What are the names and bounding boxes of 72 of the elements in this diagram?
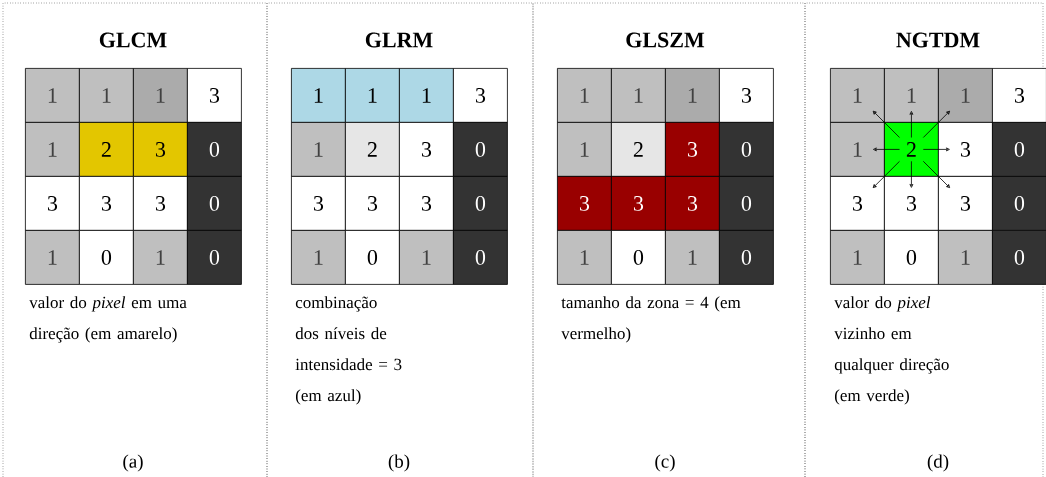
grid-cell: 3 xyxy=(453,68,508,123)
grid-cell: 2 xyxy=(345,122,400,177)
grid-cell: 3 xyxy=(291,176,346,231)
arrow xyxy=(922,160,951,189)
arrow xyxy=(872,160,900,189)
grid-cell: 3 xyxy=(938,122,993,177)
grid-cell: 0 xyxy=(187,176,242,231)
grid-cell: 0 xyxy=(453,230,508,285)
grid-cell: 3 xyxy=(938,176,993,231)
grid-cell: 0 xyxy=(719,122,774,177)
grid-cell: 1 xyxy=(291,122,346,177)
grid-cell: 0 xyxy=(345,230,400,285)
arrow xyxy=(872,110,900,138)
grid-cell: 0 xyxy=(453,122,508,177)
grid-cell: 1 xyxy=(25,68,80,123)
grid-cell: 1 xyxy=(830,230,885,285)
grid-cell: 0 xyxy=(79,230,134,285)
grid-cell: 0 xyxy=(611,230,666,285)
grid-cell: 1 xyxy=(399,68,454,123)
grid-cell: 1 xyxy=(830,68,885,123)
grid-cell: 0 xyxy=(992,230,1046,285)
grid-cell: 3 xyxy=(830,176,885,231)
grid-cell: 3 xyxy=(345,176,400,231)
arrow xyxy=(909,111,914,138)
grid-cell: 0 xyxy=(719,176,774,231)
grid-cell: 2 xyxy=(79,122,134,177)
grid-cell: 3 xyxy=(399,122,454,177)
grid-cell: 3 xyxy=(25,176,80,231)
arrow xyxy=(922,110,951,138)
grid-cell: 1 xyxy=(291,68,346,123)
grid-cell: 1 xyxy=(291,230,346,285)
grid-cell: 1 xyxy=(611,68,666,123)
grid-cell: 2 xyxy=(884,122,939,177)
grid-cell: 0 xyxy=(453,176,508,231)
grid-cell: 3 xyxy=(133,176,188,231)
arrow xyxy=(909,160,914,188)
grid-cell: 1 xyxy=(79,68,134,123)
grid-cell: 1 xyxy=(938,230,993,285)
grid-cell: 3 xyxy=(399,176,454,231)
grid-cell: 3 xyxy=(611,176,666,231)
grid-cell: 1 xyxy=(557,230,612,285)
grid-cell: 3 xyxy=(557,176,612,231)
grid-cell: 3 xyxy=(665,176,720,231)
grid-cell: 1 xyxy=(133,230,188,285)
grid-cell: 1 xyxy=(399,230,454,285)
grid-cell: 0 xyxy=(187,230,242,285)
grid-cell: 3 xyxy=(665,122,720,177)
grid-cell: 3 xyxy=(719,68,774,123)
grid-cell: 0 xyxy=(719,230,774,285)
grid-cell: 1 xyxy=(665,68,720,123)
grid-cell: 0 xyxy=(187,122,242,177)
grid-cell: 1 xyxy=(830,122,885,177)
grid-cell: 3 xyxy=(79,176,134,231)
grid-cell: 1 xyxy=(25,122,80,177)
grid-cell: 1 xyxy=(25,230,80,285)
grid-cell: 3 xyxy=(187,68,242,123)
arrow xyxy=(873,147,900,152)
grid-cell: 0 xyxy=(992,176,1046,231)
grid-cell: 3 xyxy=(884,176,939,231)
grid-cell: 2 xyxy=(611,122,666,177)
arrow xyxy=(922,147,950,152)
grid-cell: 1 xyxy=(557,122,612,177)
grid-cell: 1 xyxy=(345,68,400,123)
grid-cell: 3 xyxy=(133,122,188,177)
grid-cell: 1 xyxy=(133,68,188,123)
grid-cell: 0 xyxy=(992,122,1046,177)
grid-cell: 3 xyxy=(992,68,1046,123)
grid-cell: 1 xyxy=(884,68,939,123)
grid-cell: 0 xyxy=(884,230,939,285)
grid-cell: 1 xyxy=(665,230,720,285)
grid-cell: 1 xyxy=(938,68,993,123)
grid-cell: 1 xyxy=(557,68,612,123)
